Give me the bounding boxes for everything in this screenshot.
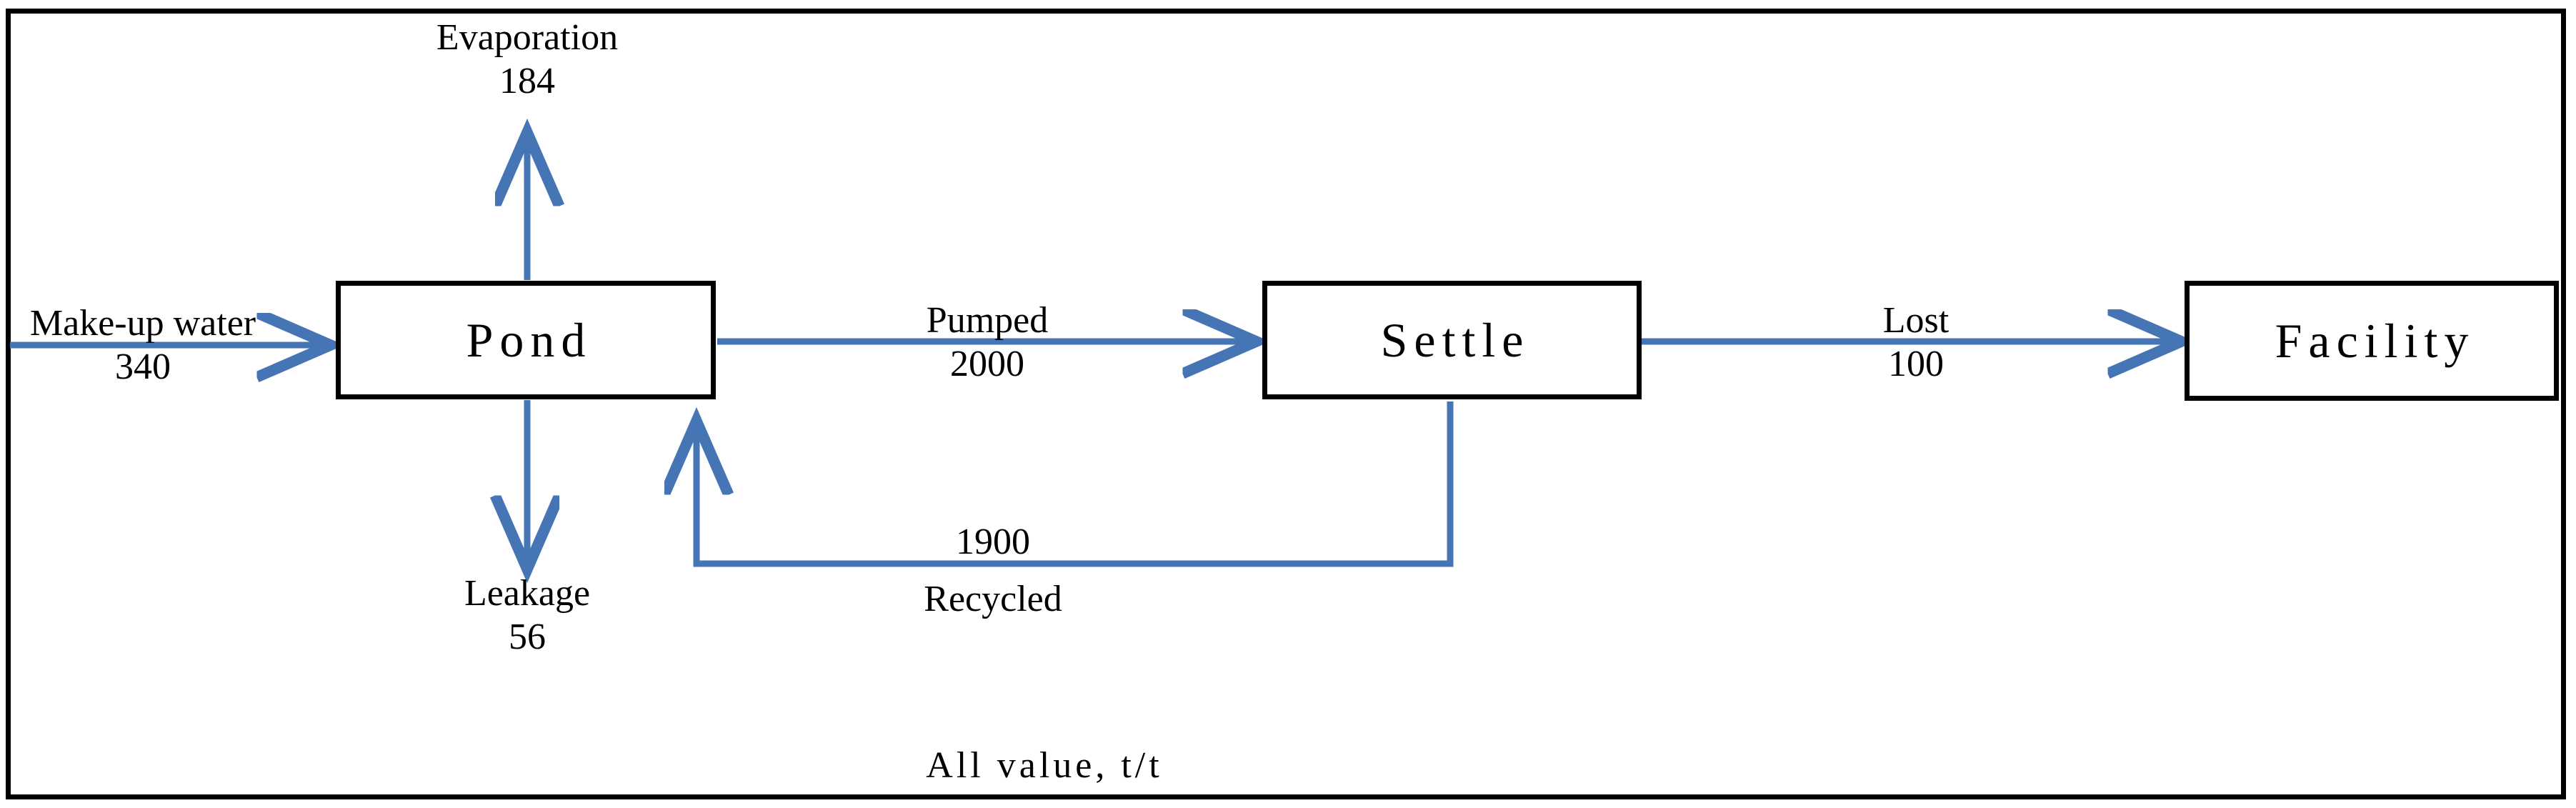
flow-label-recycled-value: 1900	[956, 520, 1030, 564]
flow-makeup-water-value: 340	[114, 346, 171, 388]
node-facility-label: Facility	[2275, 314, 2475, 368]
node-settle-label: Settle	[1380, 313, 1530, 367]
flow-lost-value: 100	[1887, 344, 1944, 385]
flow-evaporation-value: 184	[499, 61, 555, 102]
flow-makeup-water-name: Make-up water	[29, 303, 256, 344]
node-facility[interactable]: Facility	[2185, 281, 2559, 401]
flow-leakage-name: Leakage	[464, 573, 591, 614]
flow-label-makeup-water: Make-up water 340	[30, 301, 256, 389]
node-pond[interactable]: Pond	[336, 281, 716, 399]
node-pond-label: Pond	[466, 313, 592, 367]
flow-pumped-name: Pumped	[926, 300, 1049, 341]
flow-evaporation-name: Evaporation	[436, 17, 619, 58]
flow-pumped-value: 2000	[949, 344, 1024, 385]
flow-recycled-name: Recycled	[924, 579, 1062, 619]
flow-label-evaporation: Evaporation 184	[436, 16, 618, 104]
diagram-outer-frame	[6, 9, 2566, 799]
diagram-units-caption: All value, t/t	[926, 745, 1163, 786]
flow-label-pumped: Pumped 2000	[927, 299, 1048, 386]
node-settle[interactable]: Settle	[1262, 281, 1642, 399]
flow-lost-name: Lost	[1882, 300, 1950, 341]
flow-label-leakage: Leakage 56	[464, 572, 590, 659]
flow-recycled-value: 1900	[956, 522, 1030, 562]
flow-leakage-value: 56	[509, 617, 546, 658]
flow-label-recycled-name: Recycled	[924, 577, 1062, 621]
flow-label-lost: Lost 100	[1883, 299, 1949, 386]
